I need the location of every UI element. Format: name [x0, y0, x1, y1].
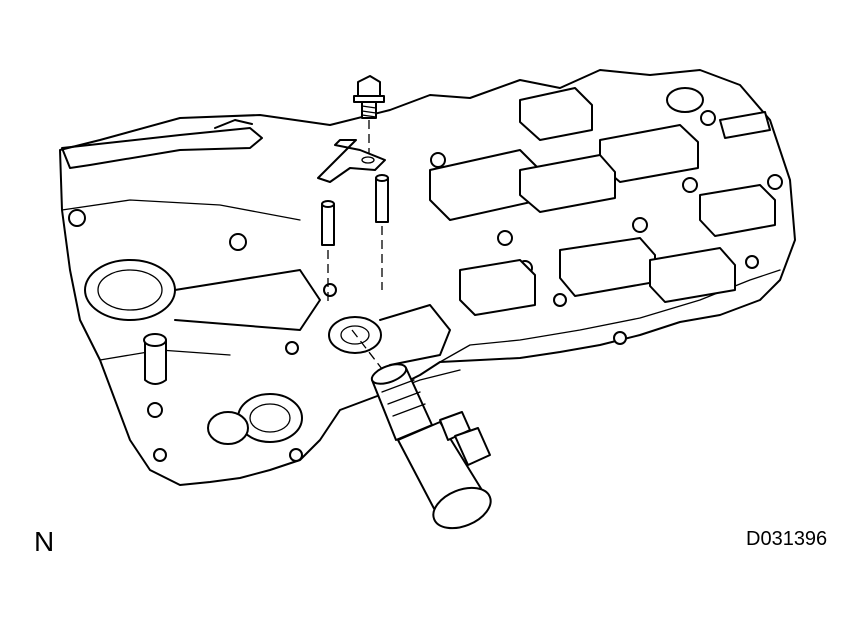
pin-left: [321, 200, 335, 246]
manual-lever: [61, 119, 263, 169]
pin-right: [375, 174, 389, 223]
solenoid-bore: [328, 304, 451, 366]
accumulator-bore: [84, 259, 321, 331]
ports-cluster: [147, 341, 303, 462]
locating-post: [143, 333, 167, 385]
bolt: [353, 75, 385, 119]
solenoid-guide-line: [351, 329, 393, 383]
corner-label: N: [34, 526, 55, 557]
shift-solenoid-valve: [370, 363, 492, 530]
lock-plate: [317, 139, 386, 183]
figure-code: D031396: [746, 528, 828, 550]
spool-valves: [429, 87, 776, 316]
